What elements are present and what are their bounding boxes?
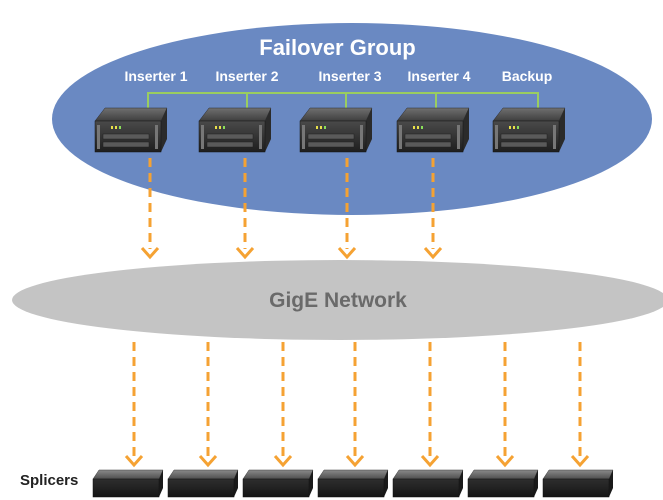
splicer-4: [317, 469, 389, 498]
arrow-to-splicer-3: [273, 342, 293, 468]
splicer-5: [392, 469, 464, 498]
arrow-to-network-2: [235, 158, 255, 260]
splicers-label: Splicers: [20, 472, 79, 489]
arrow-to-splicer-1: [124, 342, 144, 468]
server-label-inserter-1: Inserter 1: [124, 68, 188, 84]
arrow-to-network-3: [337, 158, 357, 260]
server-1: [94, 107, 168, 153]
splicer-3: [242, 469, 314, 498]
arrows-to-splicers: [124, 342, 590, 468]
server-5: [492, 107, 566, 153]
arrow-to-network-4: [423, 158, 443, 260]
server-label-inserter-2: Inserter 2: [215, 68, 279, 84]
arrows-to-network: [140, 158, 443, 260]
server-4: [396, 107, 470, 153]
failover-group-title: Failover Group: [259, 35, 416, 60]
server-link-lines: [147, 92, 539, 110]
arrow-to-splicer-4: [345, 342, 365, 468]
splicer-1: [92, 469, 164, 498]
arrow-to-splicer-6: [495, 342, 515, 468]
server-label-backup: Backup: [501, 68, 553, 84]
arrow-to-network-1: [140, 158, 160, 260]
splicer-group: [92, 469, 614, 498]
server-3: [299, 107, 373, 153]
arrow-to-splicer-2: [198, 342, 218, 468]
splicer-2: [167, 469, 239, 498]
splicer-6: [467, 469, 539, 498]
server-group: [94, 107, 566, 153]
arrow-to-splicer-5: [420, 342, 440, 468]
splicer-7: [542, 469, 614, 498]
network-ellipse: [12, 260, 663, 340]
arrow-to-splicer-7: [570, 342, 590, 468]
server-label-inserter-4: Inserter 4: [407, 68, 471, 84]
server-2: [198, 107, 272, 153]
server-label-inserter-3: Inserter 3: [318, 68, 382, 84]
network-title: GigE Network: [269, 289, 407, 312]
